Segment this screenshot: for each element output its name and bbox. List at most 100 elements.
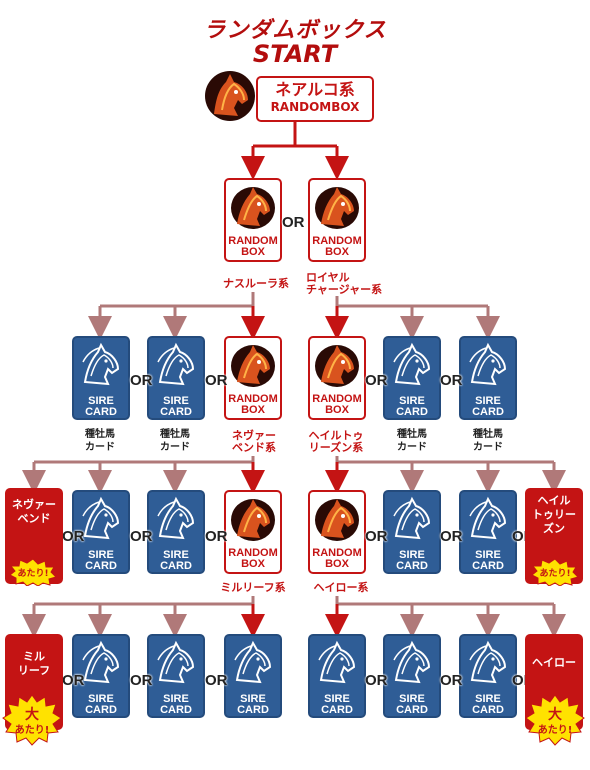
connector-tier3-left [21, 456, 265, 494]
or-label: OR [205, 528, 228, 545]
tier2-random-box-right-label-line1: RANDOM [312, 393, 362, 405]
white-horse-emblem-icon [393, 640, 431, 684]
horse-head-icon [315, 187, 359, 229]
horse-head-icon [315, 345, 359, 387]
tier3-sire-card-1-label-line1: SIRE [88, 549, 114, 561]
tier2-sire-label-4-line1: 種牡馬 [473, 429, 503, 440]
or-label: OR [130, 528, 153, 545]
white-horse-emblem-icon [393, 496, 431, 540]
page-subtitle: START [252, 40, 338, 68]
tier3-sire-card-3-label-line1: SIRE [399, 549, 425, 561]
tier3-left-rb-label: ミルリーフ系 [220, 581, 286, 594]
tier4-sire-card-1-label-line2: CARD [85, 704, 117, 716]
tier1-random-box-left-label-line2: BOX [241, 246, 265, 258]
white-horse-emblem-icon [82, 496, 120, 540]
tier2-random-box-left-label-line2: BOX [241, 404, 265, 416]
connector-tier4-right [325, 596, 566, 638]
or-label: OR [365, 672, 388, 689]
white-horse-emblem-icon [469, 342, 507, 386]
tier3-sire-card-3-label-line2: CARD [396, 560, 428, 572]
big-atari-badge-left: 大 あたり! [2, 694, 62, 746]
tier1-random-box-right-label-line1: RANDOM [312, 235, 362, 247]
tier2-sire-label-3: 種牡馬カード [382, 428, 442, 454]
start-box-line1: ネアルコ系 [275, 80, 355, 99]
tier2-sire-label-2: 種牡馬カード [145, 428, 205, 454]
atari-badge-right: あたり! [531, 558, 579, 586]
tier2-sire-card-3-label-line1: SIRE [399, 395, 425, 407]
or-label: OR [205, 372, 228, 389]
or-label: OR [282, 214, 305, 231]
tier4-sire-card-6-label-line2: CARD [472, 704, 504, 716]
tier2-sire-label-2-line1: 種牡馬 [160, 429, 190, 440]
atari-badge-left-text: あたり! [17, 568, 48, 579]
tier4-sire-card-4-label-line1: SIRE [324, 693, 350, 705]
tier2-sire-card-2-label-line1: SIRE [163, 395, 189, 407]
or-label: OR [440, 528, 463, 545]
tier4-sire-card-2-label-line2: CARD [160, 704, 192, 716]
tier1-left-label: ナスルーラ系 [223, 277, 289, 290]
tier2-sire-card-4-label-line2: CARD [472, 406, 504, 418]
or-label: OR [130, 372, 153, 389]
prize-hail-to-reason-name: ヘイルトゥリーズン [525, 488, 583, 536]
white-horse-emblem-icon [318, 640, 356, 684]
tier3-random-box-left-label-line2: BOX [241, 558, 265, 570]
tier3-sire-card-4-label-line1: SIRE [475, 549, 501, 561]
tier3-sire-card-1-label-line2: CARD [85, 560, 117, 572]
tier2-random-box-left-label-line1: RANDOM [228, 393, 278, 405]
or-label: OR [365, 372, 388, 389]
white-horse-emblem-icon [82, 640, 120, 684]
horse-head-icon [231, 345, 275, 387]
tier2-sire-label-4: 種牡馬カード [458, 428, 518, 454]
tier2-right-rb-label-line1: ヘイルトゥ [308, 429, 364, 442]
white-horse-emblem-icon [157, 496, 195, 540]
big-atari-badge-right: 大 あたり! [525, 694, 585, 746]
tier1-right-label-line1: ロイヤル [306, 271, 350, 284]
connector-tier2-right [325, 296, 500, 340]
start-random-box[interactable]: ネアルコ系 RANDOMBOX [182, 66, 374, 122]
connector-start [241, 122, 349, 180]
white-horse-emblem-icon [469, 640, 507, 684]
tier2-left-rb-label-line2: ベンド系 [232, 441, 276, 454]
tier2-sire-label-4-line2: カード [473, 442, 503, 453]
prize-nevah-bend-name: ネヴァーベンド [5, 488, 63, 526]
or-label: OR [205, 672, 228, 689]
tier4-sire-card-1-label-line1: SIRE [88, 693, 114, 705]
tier2-sire-card-4-label-line1: SIRE [475, 395, 501, 407]
tier4-sire-card-6-label-line1: SIRE [475, 693, 501, 705]
tier2-left-rb-label-line1: ネヴァー [232, 429, 276, 442]
tier2-sire-label-2-line2: カード [160, 442, 190, 453]
connector-tier3-right [325, 456, 566, 494]
tier2-left-rb-label: ネヴァーベンド系 [222, 430, 286, 454]
